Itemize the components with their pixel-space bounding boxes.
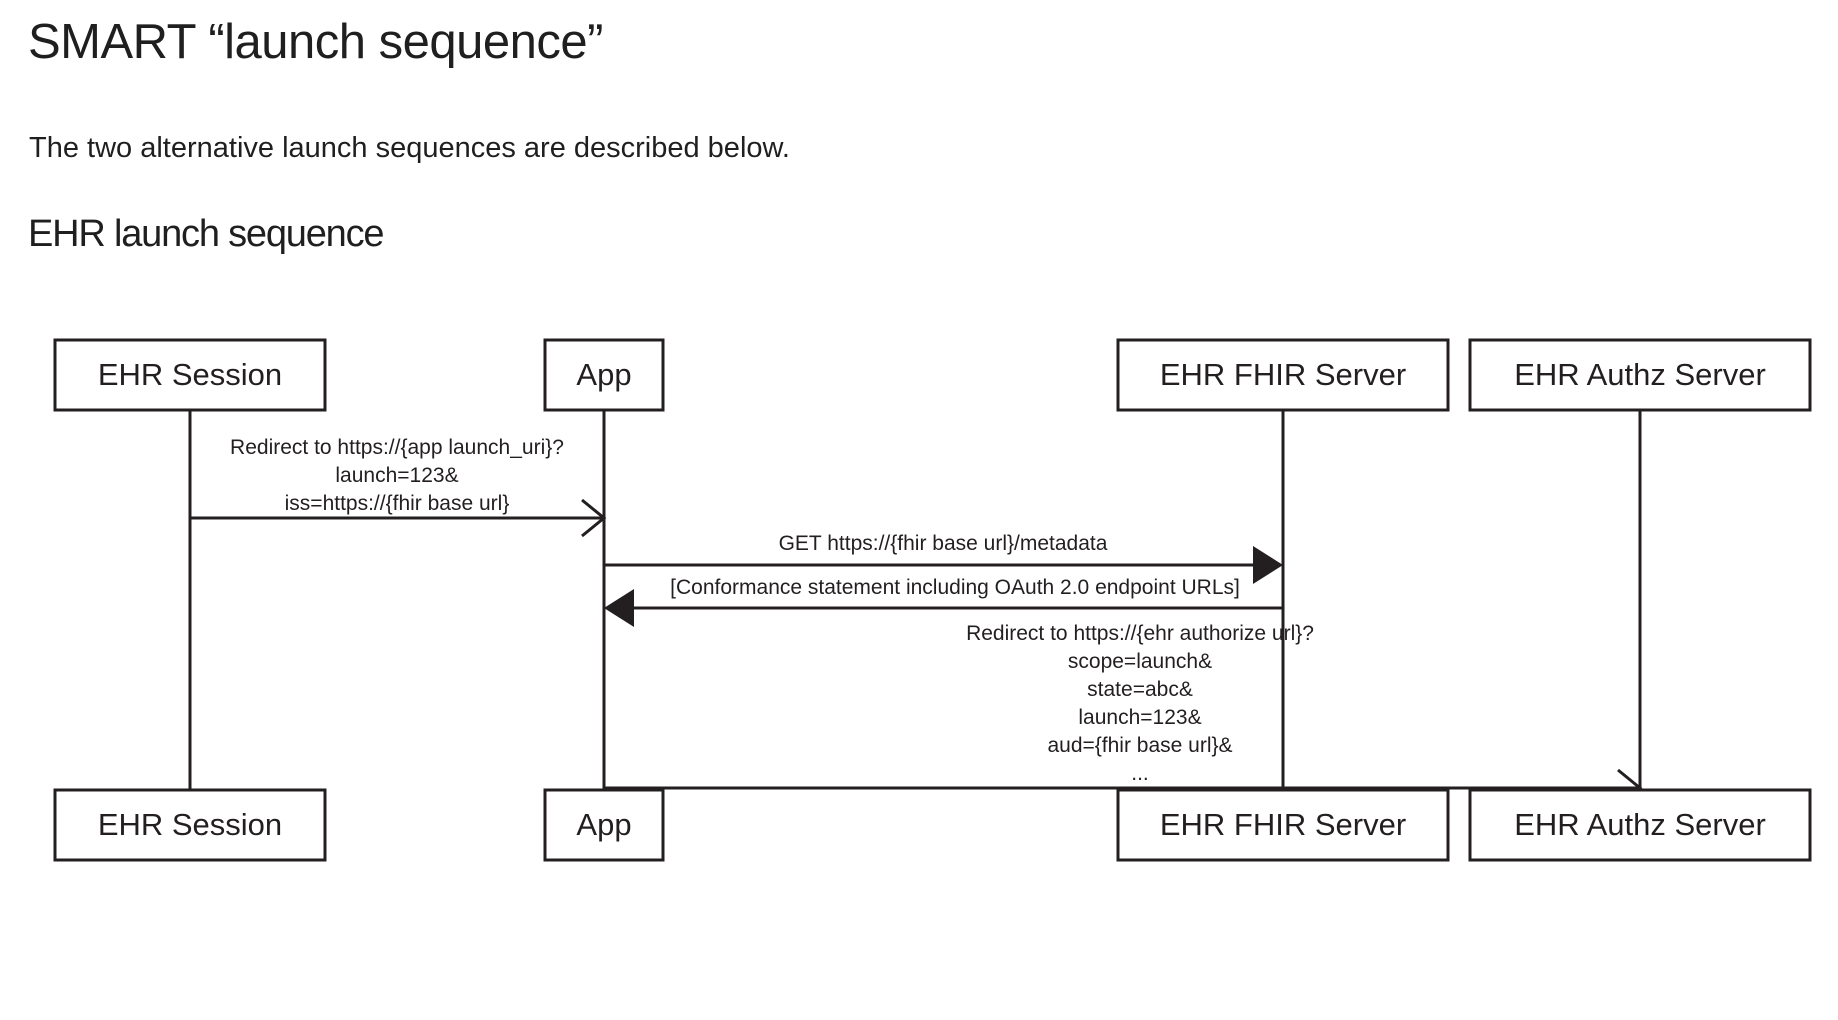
message-msg-2-line-0: GET https://{fhir base url}/metadata xyxy=(779,532,1108,555)
participant-label-bottom-app: App xyxy=(576,807,631,842)
participant-label-top-ehr-session: EHR Session xyxy=(98,357,282,392)
participant-box-top-ehr-fhir-server[interactable]: EHR FHIR Server xyxy=(1116,338,1450,412)
message-msg-4[interactable]: Redirect to https://{ehr authorize url}?… xyxy=(604,622,1643,808)
participant-rect-top-ehr-authz-server xyxy=(1468,338,1812,412)
sequence-diagram: EHR Session App EHR FHIR Server EHR Auth… xyxy=(0,300,1838,900)
participant-label-top-app: App xyxy=(576,357,631,392)
message-msg-4-line-1: scope=launch& xyxy=(1068,650,1212,673)
participant-box-top-ehr-authz-server[interactable]: EHR Authz Server xyxy=(1468,338,1812,412)
participant-label-top-ehr-fhir-server: EHR FHIR Server xyxy=(1160,357,1406,392)
participant-rect-bottom-ehr-session xyxy=(53,788,327,862)
message-msg-4-line-2: state=abc& xyxy=(1087,678,1193,701)
section-heading-ehr-launch-sequence: EHR launch sequence xyxy=(28,213,385,255)
message-msg-2-arrowhead-solid-icon xyxy=(1253,546,1283,584)
message-msg-4-line-3: launch=123& xyxy=(1078,706,1201,729)
participant-box-bottom-ehr-fhir-server[interactable]: EHR FHIR Server xyxy=(1116,788,1450,862)
participant-rect-bottom-app xyxy=(543,788,665,862)
participant-box-bottom-ehr-authz-server[interactable]: EHR Authz Server xyxy=(1468,788,1812,862)
participant-rect-top-ehr-session xyxy=(53,338,327,412)
participant-box-top-ehr-session[interactable]: EHR Session xyxy=(53,338,327,412)
participant-rect-top-app xyxy=(543,338,665,412)
participant-rect-bottom-ehr-authz-server xyxy=(1468,788,1812,862)
participant-label-bottom-ehr-authz-server: EHR Authz Server xyxy=(1514,807,1766,842)
message-msg-2[interactable]: GET https://{fhir base url}/metadata xyxy=(604,532,1283,584)
intro-paragraph: The two alternative launch sequences are… xyxy=(29,132,790,164)
message-msg-4-line-5: ... xyxy=(1131,762,1149,785)
message-msg-1-line-1: launch=123& xyxy=(335,464,458,487)
message-msg-1[interactable]: Redirect to https://{app launch_uri}? la… xyxy=(190,436,607,538)
message-msg-4-line-4: aud={fhir base url}& xyxy=(1047,734,1232,757)
participant-box-bottom-app[interactable]: App xyxy=(543,788,665,862)
participant-label-top-ehr-authz-server: EHR Authz Server xyxy=(1514,357,1766,392)
message-msg-4-line-0: Redirect to https://{ehr authorize url}? xyxy=(966,622,1314,645)
message-msg-1-arrowhead-open-icon xyxy=(581,498,607,538)
message-msg-1-line-0: Redirect to https://{app launch_uri}? xyxy=(230,436,564,459)
participant-box-top-app[interactable]: App xyxy=(543,338,665,412)
participant-label-bottom-ehr-fhir-server: EHR FHIR Server xyxy=(1160,807,1406,842)
participant-label-bottom-ehr-session: EHR Session xyxy=(98,807,282,842)
page-title: SMART “launch sequence” xyxy=(28,15,604,69)
message-msg-1-line-2: iss=https://{fhir base url} xyxy=(285,492,510,515)
participant-rect-bottom-ehr-fhir-server xyxy=(1116,788,1450,862)
message-msg-3[interactable]: [Conformance statement including OAuth 2… xyxy=(604,576,1283,627)
message-msg-3-line-0: [Conformance statement including OAuth 2… xyxy=(670,576,1240,599)
participant-rect-top-ehr-fhir-server xyxy=(1116,338,1450,412)
message-msg-3-arrowhead-solid-icon xyxy=(604,589,634,627)
participant-box-bottom-ehr-session[interactable]: EHR Session xyxy=(53,788,327,862)
